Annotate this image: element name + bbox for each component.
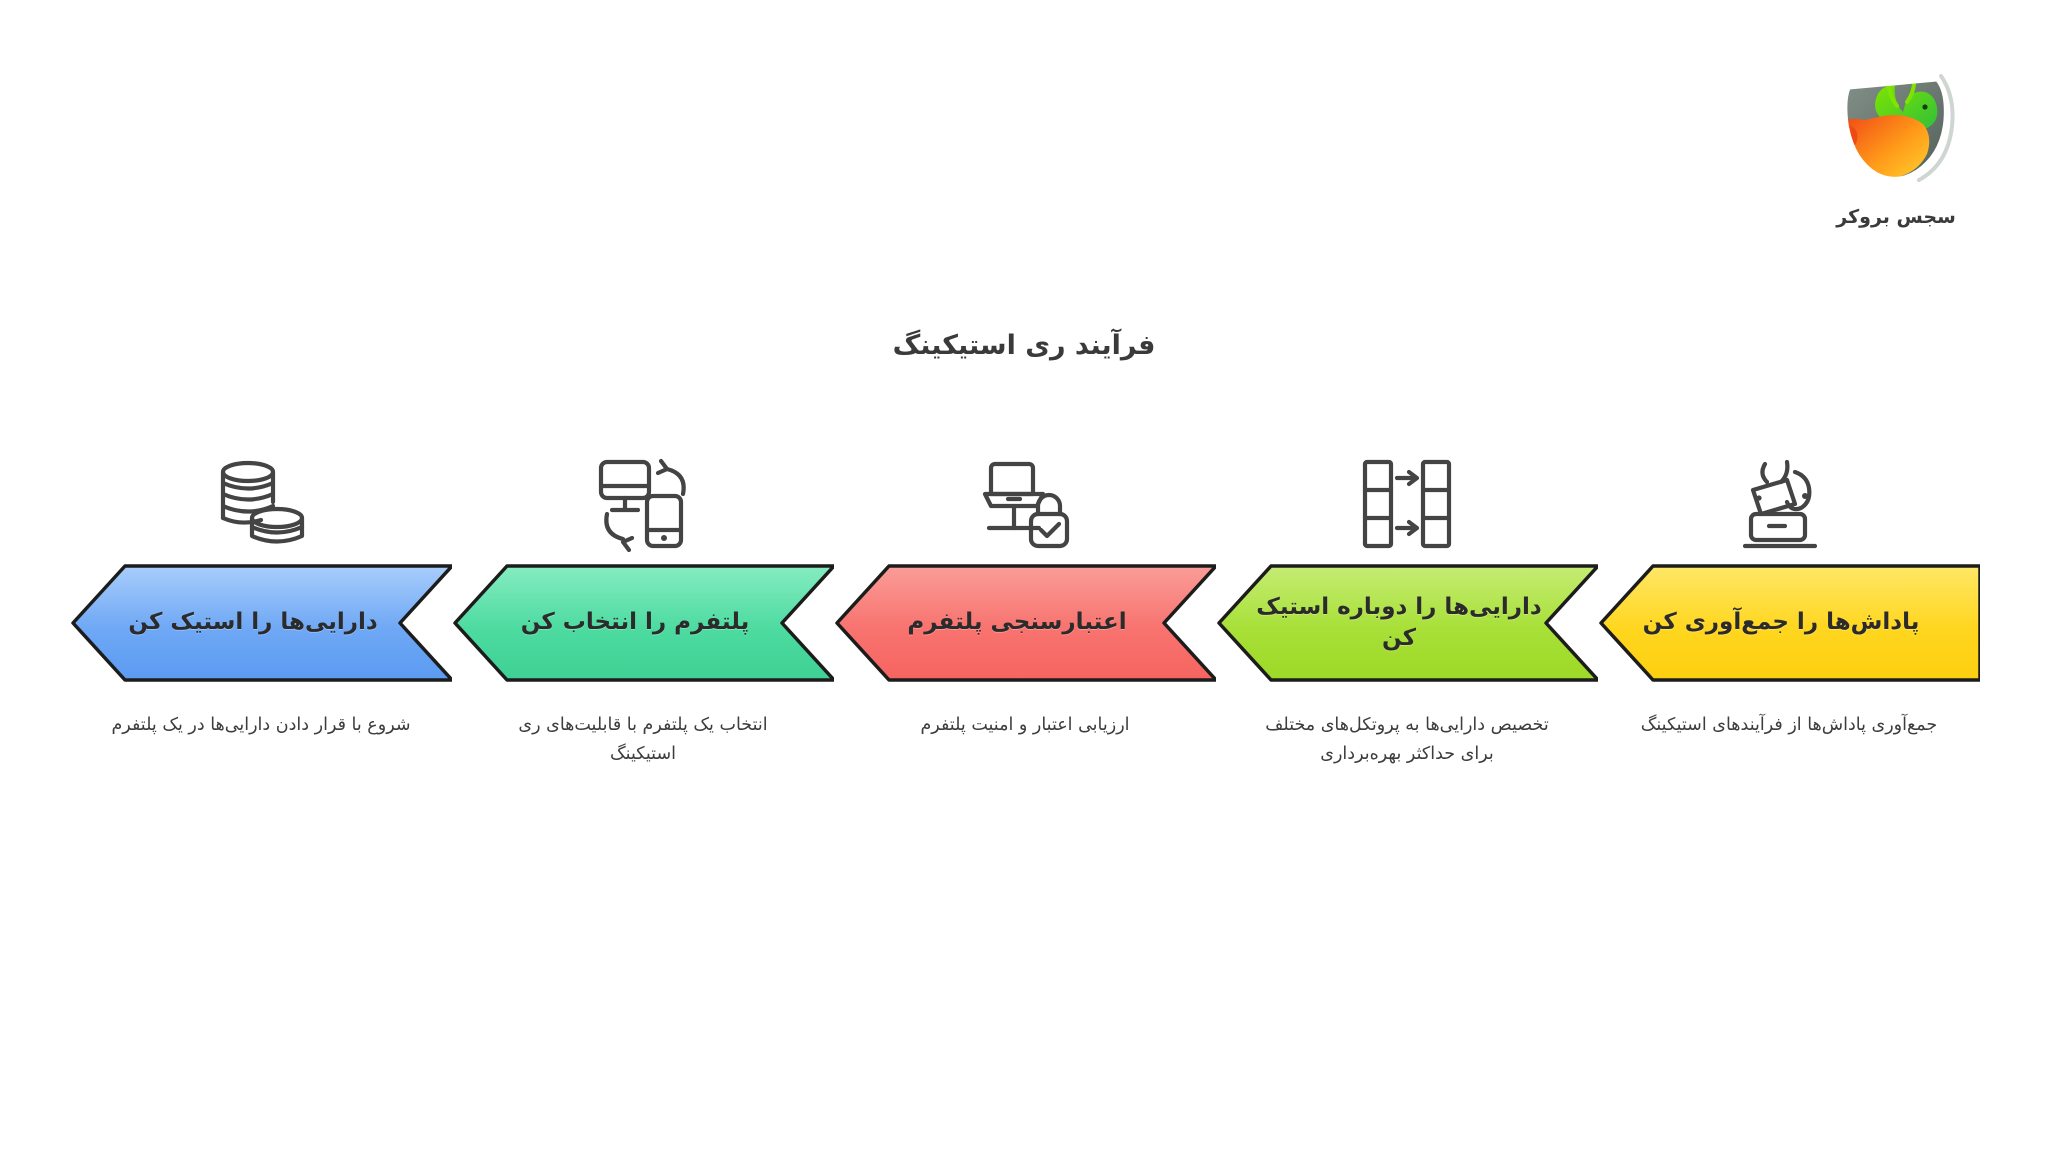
monitor-phone-sync-icon: [597, 445, 689, 563]
process-step-2: پلتفرم را انتخاب کن انتخاب یک پلتفرم با …: [452, 445, 834, 905]
brand-logo: سجس بروکر: [1806, 62, 1986, 247]
chevron-banner-1[interactable]: دارایی‌ها را استیک کن: [70, 563, 452, 683]
bull-bear-shield-logo-icon: [1821, 62, 1971, 202]
laptop-lock-check-icon: [979, 445, 1071, 563]
step-caption-3: ارزیابی اعتبار و امنیت پلتفرم: [920, 715, 1130, 735]
step-caption-2: انتخاب یک پلتفرم با قابلیت‌های ری استیکی…: [518, 715, 768, 764]
hand-collect-coin-icon: [1743, 445, 1835, 563]
chevron-banner-2[interactable]: پلتفرم را انتخاب کن: [452, 563, 834, 683]
data-transfer-arrows-icon: [1361, 445, 1453, 563]
step-caption-1: شروع با قرار دادن دارایی‌ها در یک پلتفرم: [111, 715, 411, 735]
page-title: فرآیند ری استیکینگ: [892, 330, 1156, 361]
chevron-banner-5[interactable]: پاداش‌ها را جمع‌آوری کن: [1598, 563, 1980, 683]
process-step-5: پاداش‌ها را جمع‌آوری کن جمع‌آوری پاداش‌ه…: [1598, 445, 1980, 905]
brand-name: سجس بروکر: [1836, 206, 1956, 228]
process-step-4: دارایی‌ها را دوباره استیک کن تخصیص دارای…: [1216, 445, 1598, 905]
process-step-1: دارایی‌ها را استیک کن شروع با قرار دادن …: [70, 445, 452, 905]
chevron-banner-3[interactable]: اعتبارسنجی پلتفرم: [834, 563, 1216, 683]
step-caption-5: جمع‌آوری پاداش‌ها از فرآیندهای استیکینگ: [1640, 715, 1938, 735]
chevron-banner-4[interactable]: دارایی‌ها را دوباره استیک کن: [1216, 563, 1598, 683]
step-caption-4: تخصیص دارایی‌ها به پروتکل‌های مختلف برای…: [1265, 715, 1549, 764]
coins-stack-icon: [215, 445, 307, 563]
process-step-3: اعتبارسنجی پلتفرم ارزیابی اعتبار و امنیت…: [834, 445, 1216, 905]
process-flow: دارایی‌ها را استیک کن شروع با قرار دادن …: [70, 445, 1980, 905]
